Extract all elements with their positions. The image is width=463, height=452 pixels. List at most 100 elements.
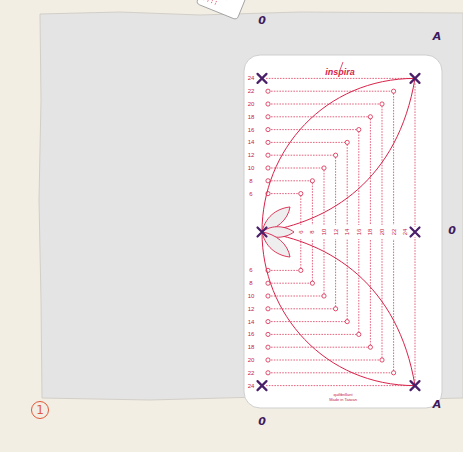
scale-number: 14 (247, 139, 255, 145)
scale-number: 6 (249, 191, 253, 197)
guide-dot (266, 128, 270, 132)
guide-dot (266, 179, 270, 183)
dashed-guide (271, 129, 359, 130)
dashed-guide (271, 347, 370, 348)
point-label: A (433, 31, 442, 42)
dashed-guide (393, 93, 394, 225)
guide-dot (266, 307, 270, 311)
guide-dot (266, 153, 270, 157)
guide-dot (380, 102, 384, 106)
curve-line (262, 232, 415, 386)
guide-dot (266, 115, 270, 119)
dashed-guide (271, 360, 382, 361)
guide-dot (266, 320, 270, 324)
dashed-guide (266, 78, 410, 79)
scale-number: 18 (247, 114, 255, 120)
dashed-guide (393, 239, 394, 371)
scale-number: 10 (247, 293, 255, 299)
dashed-guide (324, 239, 325, 294)
scale-number: 8 (249, 178, 253, 184)
point-label: 0 (448, 225, 456, 236)
dashed-guide (271, 283, 312, 284)
dashed-guide (358, 132, 359, 225)
dashed-guide (271, 142, 347, 143)
guide-dot (266, 345, 270, 349)
guide-dot (322, 166, 326, 170)
scale-number: 20 (247, 357, 255, 363)
guide-dot (310, 179, 314, 183)
x-mark (258, 74, 267, 83)
scale-number: 12 (333, 228, 339, 236)
scale-number: 12 (247, 306, 255, 312)
scale-number: 22 (247, 370, 255, 376)
dashed-guide (271, 193, 301, 194)
scale-number: 8 (309, 230, 315, 234)
guide-dot (334, 153, 338, 157)
scale-number: 24 (247, 383, 255, 389)
scale-number: 16 (356, 228, 362, 236)
dashed-guide (271, 321, 347, 322)
guide-dot (299, 268, 303, 272)
step-number: 1 (36, 404, 44, 416)
guide-dot (266, 166, 270, 170)
guide-dot (322, 294, 326, 298)
guide-dot (392, 371, 396, 375)
dashed-guide (271, 104, 382, 105)
dashed-guide (370, 119, 371, 225)
brand-name: inspira (325, 68, 355, 77)
dashed-guide (271, 372, 394, 373)
dashed-guide (382, 239, 383, 358)
scale-number: 14 (344, 228, 350, 236)
guide-dot (266, 371, 270, 375)
maker-note: Made in Taiwan (329, 398, 357, 402)
scale-number: 16 (247, 331, 255, 337)
guide-dot (310, 281, 314, 285)
x-mark (258, 228, 267, 237)
scale-number: 10 (247, 165, 255, 171)
dashed-guide (347, 144, 348, 225)
scale-number: 18 (367, 228, 373, 236)
dashed-guide (358, 239, 359, 332)
scale-number: 18 (247, 344, 255, 350)
dashed-guide (382, 106, 383, 225)
x-mark (411, 74, 420, 83)
scale-number: 6 (298, 230, 304, 234)
dashed-guide (335, 157, 336, 225)
x-mark (411, 381, 420, 390)
x-mark (411, 228, 420, 237)
point-label: 0 (258, 15, 266, 26)
scale-number: 14 (247, 319, 255, 325)
curve-line (262, 78, 415, 232)
guide-dot (368, 115, 372, 119)
scale-number: 24 (402, 228, 408, 236)
guide-dot (266, 102, 270, 106)
scale-number: 16 (247, 127, 255, 133)
dashed-guide (271, 334, 359, 335)
guide-dot (266, 89, 270, 93)
dashed-guide (415, 83, 416, 227)
template-card (196, 0, 250, 20)
dashed-guide (300, 196, 301, 225)
dashed-guide (271, 91, 394, 92)
point-label: A (433, 399, 442, 410)
guide-dot (266, 281, 270, 285)
scale-number: 24 (247, 75, 255, 81)
scale-number: 10 (321, 228, 327, 236)
x-mark (258, 381, 267, 390)
guide-dot (345, 140, 349, 144)
dashed-guide (271, 308, 336, 309)
dashed-guide (271, 155, 336, 156)
guide-dot (392, 89, 396, 93)
guide-dot (299, 192, 303, 196)
guide-dot (357, 128, 361, 132)
dashed-guide (271, 180, 312, 181)
guide-dot (368, 345, 372, 349)
scale-number: 22 (247, 88, 255, 94)
scale-number: 22 (391, 228, 397, 236)
guide-dot (266, 140, 270, 144)
dashed-guide (271, 168, 324, 169)
guide-dot (266, 294, 270, 298)
dashed-guide (370, 239, 371, 345)
